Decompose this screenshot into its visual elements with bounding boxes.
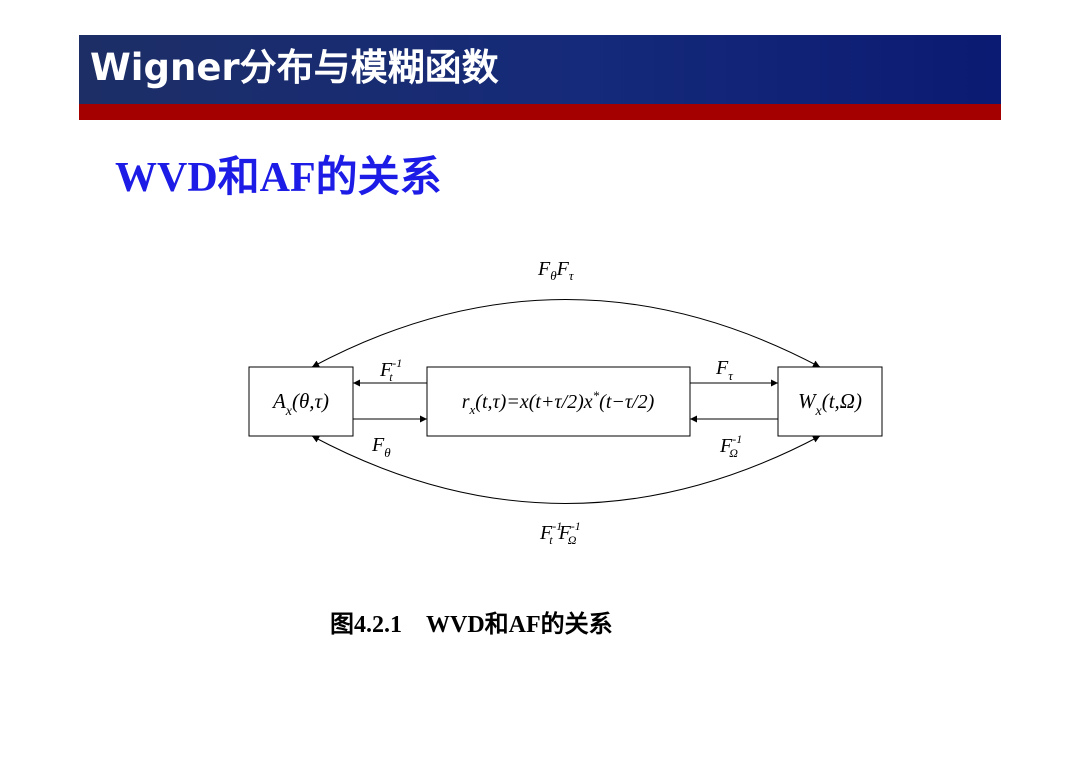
top-arc-arrow bbox=[311, 299, 821, 368]
af-node-box bbox=[248, 366, 354, 437]
left-to-center-label: Fθ bbox=[371, 434, 391, 460]
title-underline bbox=[79, 104, 1001, 120]
wvd-node-box bbox=[777, 366, 883, 437]
autocorrelation-node-label: rx(t,τ)=x(t+τ/2)x*(t−τ/2) bbox=[462, 388, 655, 417]
slide-subtitle: WVD和AF的关系 bbox=[115, 155, 442, 201]
slide-title: Wigner分布与模糊函数 bbox=[90, 46, 499, 89]
center-to-right-label: Fτ bbox=[715, 357, 734, 383]
figure-caption: 图4.2.1 WVD和AF的关系 bbox=[330, 612, 613, 638]
bottom-arc-arrow bbox=[311, 435, 821, 504]
autocorrelation-node-box bbox=[426, 366, 691, 437]
top-arc-label: FθFτ bbox=[537, 258, 575, 283]
title-bar bbox=[79, 35, 1001, 104]
